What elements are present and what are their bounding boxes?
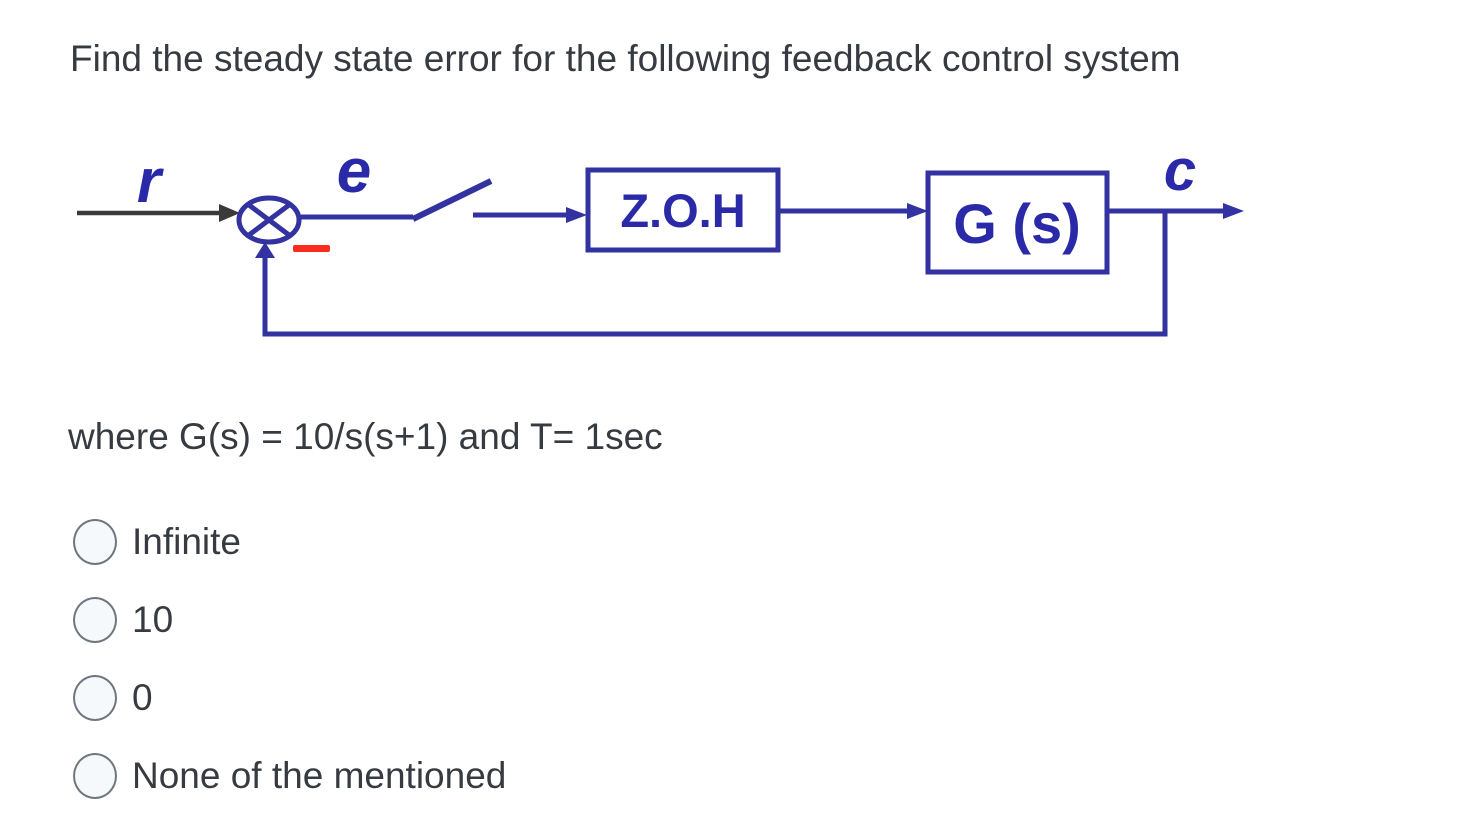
answer-options: Infinite 10 0 None of the mentioned	[73, 518, 506, 825]
radio-button[interactable]	[73, 518, 117, 565]
diagram-labels: r e c Z.O.H G (s)	[137, 137, 1196, 255]
summing-junction-x	[247, 203, 291, 237]
answer-option-infinite[interactable]: Infinite	[73, 518, 506, 565]
diagram-blue-strokes	[236, 167, 1228, 337]
answer-option-0[interactable]: 0	[73, 674, 506, 721]
feedback-path	[262, 213, 1168, 337]
minus-sign-icon	[293, 245, 330, 252]
sampler-switch-icon	[411, 178, 493, 222]
zoh-label: Z.O.H	[620, 184, 745, 237]
zoh-block	[585, 167, 781, 253]
answer-option-label: Infinite	[132, 520, 242, 562]
given-condition-text: where G(s) = 10/s(s+1) and T= 1sec	[68, 416, 663, 457]
question-text: Find the steady state error for the foll…	[70, 38, 1181, 79]
into-plant-arrowhead-icon	[907, 203, 928, 219]
summing-junction-x	[247, 203, 291, 237]
plant-label: G (s)	[953, 192, 1081, 255]
into-zoh-arrowhead-icon	[566, 207, 587, 223]
answer-option-label: 0	[132, 676, 153, 718]
radio-button[interactable]	[73, 596, 117, 643]
plant-block	[925, 170, 1110, 275]
feedback-arrowhead-icon	[255, 242, 275, 258]
answer-option-none[interactable]: None of the mentioned	[73, 752, 506, 799]
blue-arrowheads	[255, 203, 1244, 258]
input-arrowhead-icon	[219, 204, 240, 222]
answer-option-label: None of the mentioned	[132, 754, 507, 796]
error-label: e	[337, 137, 371, 206]
input-label: r	[137, 147, 164, 216]
answer-option-10[interactable]: 10	[73, 596, 506, 643]
answer-option-label: 10	[132, 598, 174, 640]
summing-junction	[236, 195, 302, 245]
output-label: c	[1164, 138, 1196, 203]
radio-button[interactable]	[73, 752, 117, 799]
output-arrowhead-icon	[1223, 203, 1244, 219]
radio-button[interactable]	[73, 674, 117, 721]
